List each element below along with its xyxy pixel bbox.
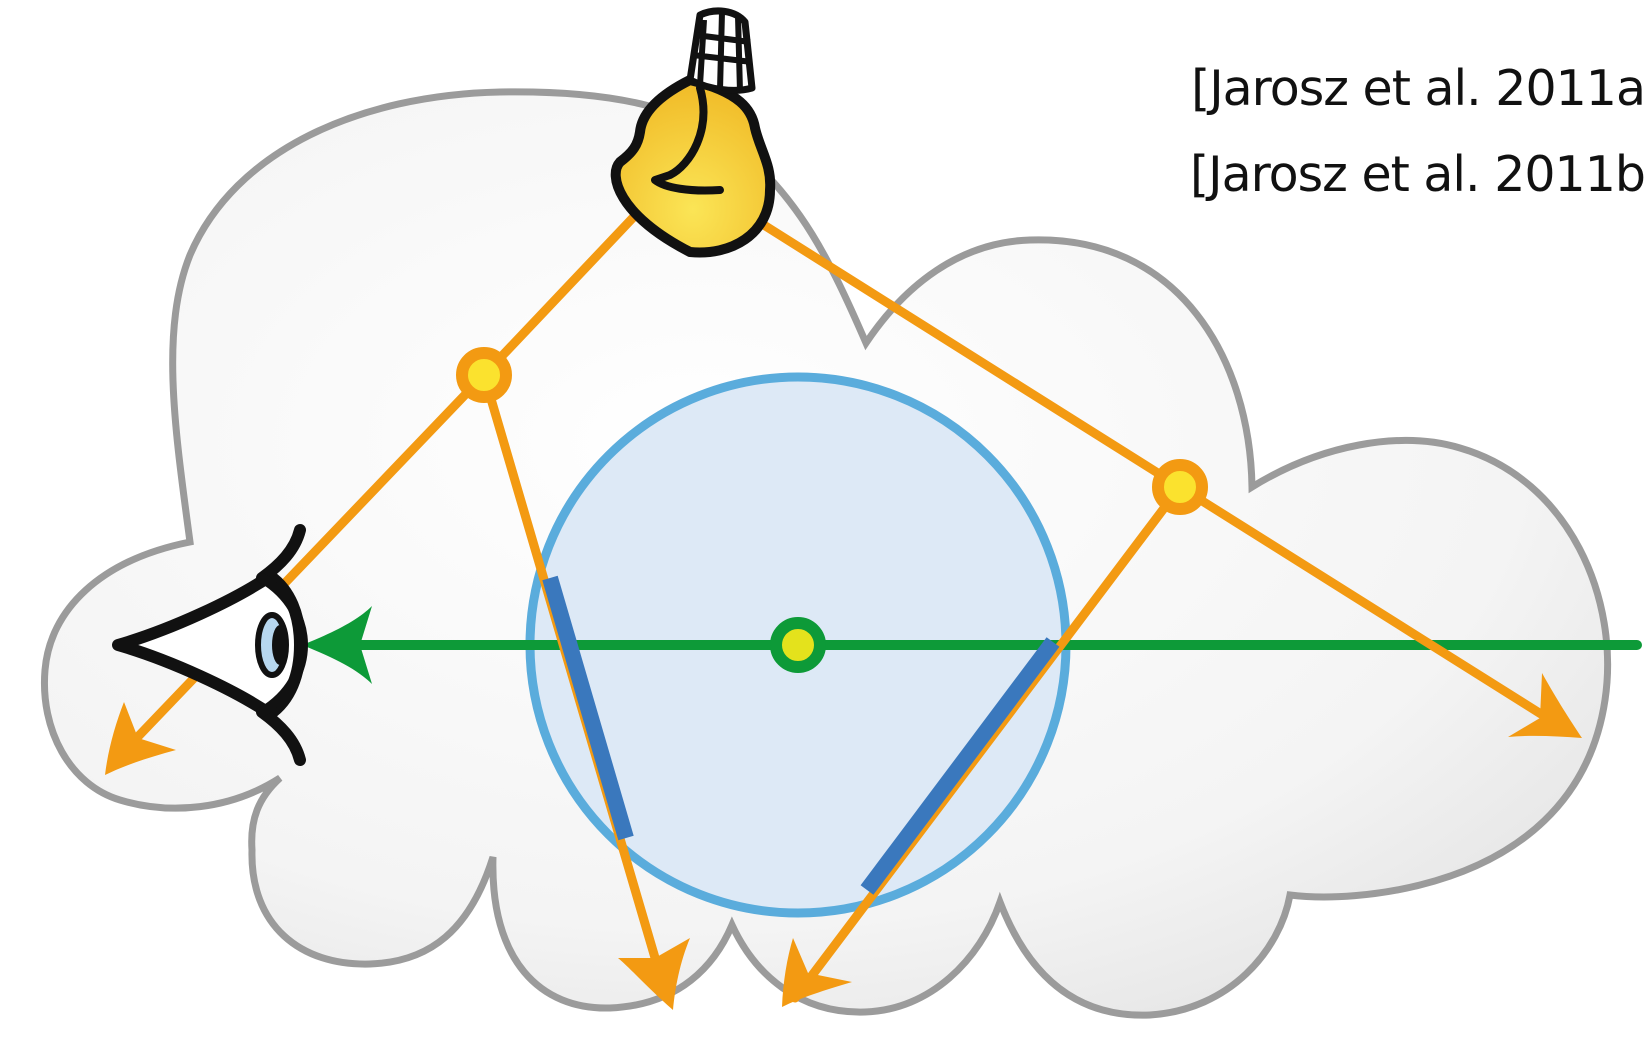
light-bulb-icon	[610, 7, 776, 258]
query-point	[770, 617, 826, 673]
citation-jarosz-2011b: [Jarosz et al. 2011b	[1190, 146, 1645, 203]
photon-segment-light-to-vertex-1	[479, 200, 650, 380]
photon-beam-segment-right	[860, 637, 1060, 895]
camera-ray-arrowhead	[302, 606, 372, 684]
citation-jarosz-2011a: [Jarosz et al. 2011a	[1191, 60, 1645, 117]
photon-segment-vertex-2-to-right-exit	[1175, 482, 1565, 731]
photon-segment-vertex-1-to-left-exit	[125, 370, 489, 750]
photon-arrowhead-right	[1508, 673, 1582, 738]
eye-icon	[112, 524, 309, 766]
eye-pupil	[272, 625, 288, 665]
scattering-vertex-1	[456, 347, 512, 403]
photon-arrowhead-bottom-left	[618, 938, 690, 1010]
scattering-vertex-2	[1152, 459, 1208, 515]
photon-segment-light-to-vertex-2	[735, 205, 1185, 492]
photon-arrowhead-bottom-right	[782, 938, 852, 1007]
photon-beam-segment-left	[542, 575, 634, 841]
photon-arrowhead-left	[105, 702, 176, 775]
